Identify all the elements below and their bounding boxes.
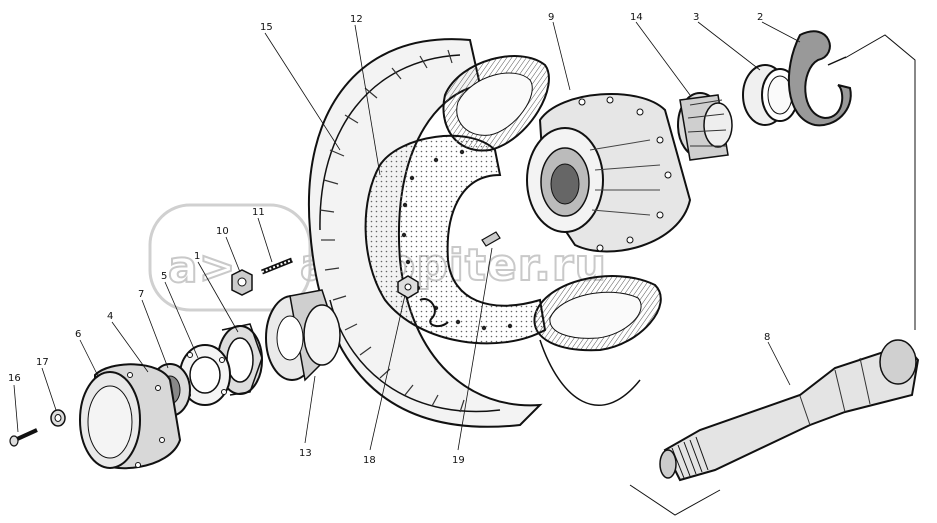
callout-13: 13: [299, 448, 312, 459]
wheel-hub: [526, 93, 692, 253]
callout-4: 4: [107, 311, 113, 322]
bearing-race: [742, 64, 799, 126]
callout-17: 17: [36, 357, 49, 368]
callout-2: 2: [757, 12, 763, 23]
callout-10: 10: [216, 226, 229, 237]
tire: [307, 38, 662, 428]
outer-bearing: [677, 92, 733, 161]
callout-6: 6: [75, 329, 81, 340]
callout-8: 8: [764, 332, 770, 343]
callout-7: 7: [138, 289, 144, 300]
callout-12: 12: [350, 14, 363, 25]
bracket-line-bottom: [629, 484, 721, 516]
lug-nut: [397, 275, 419, 299]
inner-bearing: [265, 289, 341, 382]
callout-19: 19: [452, 455, 465, 466]
wheel-nut: [231, 269, 253, 296]
lock-washer: [787, 30, 852, 127]
bolt-washer: [50, 409, 66, 427]
callout-11: 11: [252, 207, 265, 218]
callout-15: 15: [260, 22, 273, 33]
leader-lines: [13, 21, 801, 451]
bracket-line-top: [844, 34, 916, 330]
callout-18: 18: [363, 455, 376, 466]
callout-9: 9: [548, 12, 554, 23]
watermark-frame: [148, 203, 312, 312]
watermark-logo-mark: a>: [168, 242, 237, 293]
callout-labels: 15 12 9 14 3 2 10 11 1 5 7 4 6 17 16 13 …: [8, 12, 770, 466]
wheel-stud: [261, 257, 293, 275]
callout-16: 16: [8, 373, 21, 384]
valve-stem: [419, 231, 501, 328]
cap-bolt: [9, 428, 38, 447]
callout-14: 14: [630, 12, 643, 23]
axle-shaft: [659, 339, 920, 482]
callout-5: 5: [161, 271, 167, 282]
callout-1: 1: [194, 251, 200, 262]
callout-3: 3: [693, 12, 699, 23]
hub-cap: [79, 363, 182, 470]
